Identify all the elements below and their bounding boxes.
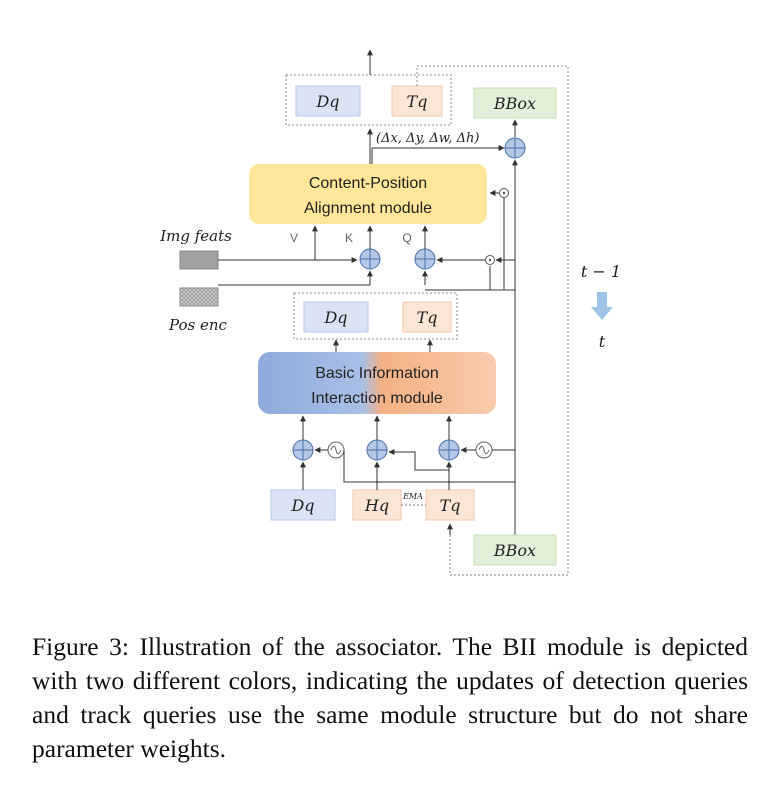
k-label: K	[345, 231, 353, 245]
pos-enc-block	[179, 287, 219, 307]
bbox-top-box	[473, 87, 557, 119]
mid-tq-box	[402, 301, 452, 333]
bbox-add-icon	[504, 137, 526, 159]
tq-sine-icon	[475, 441, 493, 459]
top-tq-label: Tq	[407, 92, 428, 111]
cpa-module	[249, 164, 487, 224]
dq-add-icon	[292, 439, 314, 461]
top-dq-box	[295, 85, 361, 117]
bbox-bottom-label: BBox	[493, 541, 536, 560]
bbox-top-label: BBox	[493, 94, 536, 113]
img-feats-label: Img feats	[159, 227, 232, 245]
cpa-line1: Content-Position	[309, 175, 427, 192]
delta-label: (Δx, Δy, Δw, Δh)	[376, 131, 479, 146]
pos-enc-label: Pos enc	[168, 316, 228, 334]
hq-add-icon	[366, 439, 388, 461]
bottom-dq-box	[270, 489, 336, 521]
mid-query-group	[293, 292, 458, 340]
bii-module	[258, 352, 496, 414]
bottom-tq-label: Tq	[440, 496, 461, 515]
time-arrow-icon	[591, 292, 613, 320]
bii-line2: Interaction module	[311, 390, 443, 407]
k-add-icon	[359, 248, 381, 270]
img-feats-block	[179, 250, 219, 270]
bii-line1: Basic Information	[315, 365, 439, 382]
associator-diagram: Dq Tq BBox (Δx, Δy, Δw, Δh) Content-Posi…	[159, 49, 621, 576]
top-dq-label: Dq	[315, 92, 339, 111]
time-prev-label: t − 1	[581, 262, 621, 281]
bottom-hq-box	[352, 489, 402, 521]
bottom-hq-label: Hq	[364, 496, 389, 515]
tq-add-icon	[438, 439, 460, 461]
ema-label: EMA	[402, 492, 423, 501]
bbox-bottom-box	[473, 534, 557, 566]
mid-dq-box	[303, 301, 369, 333]
temporal-loop-line	[416, 65, 569, 576]
time-curr-label: t	[599, 332, 606, 351]
v-label: V	[290, 231, 298, 245]
top-query-group	[285, 74, 452, 126]
bottom-dq-label: Dq	[290, 496, 314, 515]
dq-sine-icon	[327, 441, 345, 459]
q-add-icon	[414, 248, 436, 270]
q-label: Q	[402, 231, 411, 245]
mid-tq-label: Tq	[417, 308, 438, 327]
cpa-line2: Alignment module	[304, 200, 432, 217]
figure-caption: Figure 3: Illustration of the associator…	[32, 632, 748, 763]
mid-dq-label: Dq	[323, 308, 347, 327]
